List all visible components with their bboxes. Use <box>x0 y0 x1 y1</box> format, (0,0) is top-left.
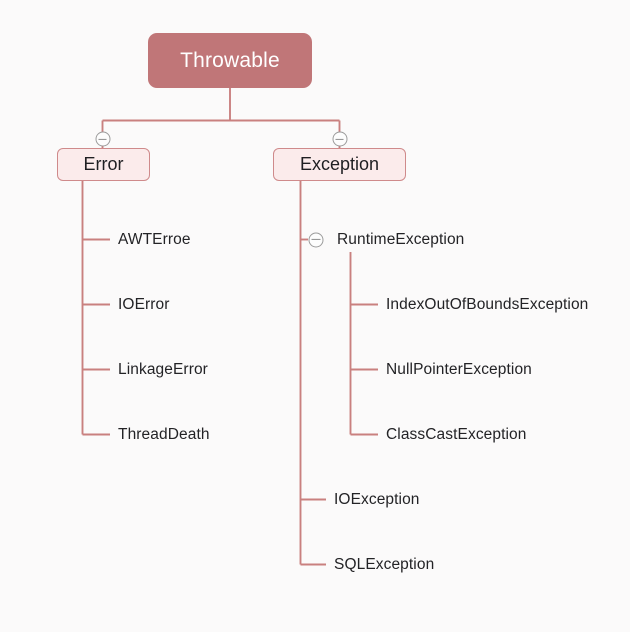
node-exception-label: Exception <box>299 154 380 174</box>
node-throwable[interactable]: Throwable <box>148 33 312 88</box>
node-error[interactable]: Error <box>57 148 150 181</box>
leaf-indexoutofboundsexception[interactable]: IndexOutOfBoundsException <box>386 295 589 313</box>
leaf-classcastexception[interactable]: ClassCastException <box>386 425 527 443</box>
leaf-ioexception[interactable]: IOException <box>334 490 420 508</box>
leaf-threaddeath[interactable]: ThreadDeath <box>118 425 210 443</box>
leaf-linkageerror[interactable]: LinkageError <box>118 360 208 378</box>
leaf-runtimeexception[interactable]: RuntimeException <box>337 230 465 248</box>
leaf-ioerror[interactable]: IOError <box>118 295 170 313</box>
leaf-nullpointerexception[interactable]: NullPointerException <box>386 360 532 378</box>
leaf-sqlexception[interactable]: SQLException <box>334 555 435 573</box>
collapse-toggle-error-icon[interactable] <box>95 131 110 147</box>
leaf-awterroe[interactable]: AWTErroe <box>118 230 191 248</box>
node-exception[interactable]: Exception <box>273 148 406 181</box>
collapse-toggle-runtimeexception-icon[interactable] <box>308 232 324 247</box>
node-throwable-label: Throwable <box>180 48 280 72</box>
node-error-label: Error <box>83 154 124 174</box>
collapse-toggle-exception-icon[interactable] <box>332 131 347 147</box>
